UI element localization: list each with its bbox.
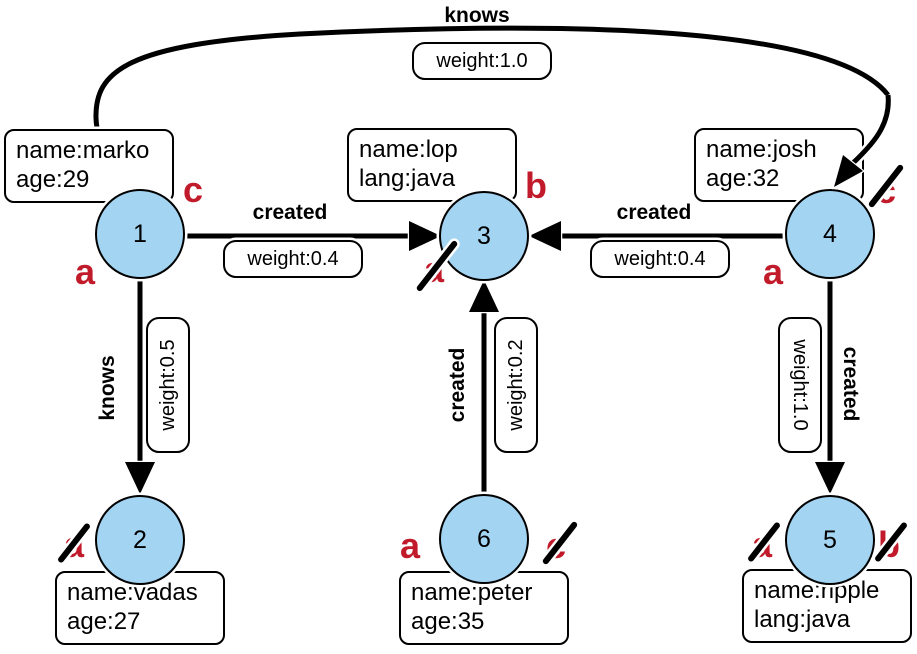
edge-label-knows-1-4: knows (444, 4, 510, 27)
node-number: 1 (133, 219, 147, 248)
property-line: name:josh (706, 136, 817, 163)
edge-label-created-4-3: created (616, 201, 692, 224)
node-3: 3 (439, 191, 529, 281)
property-line: name:marko (16, 137, 150, 164)
node-number: 3 (477, 221, 491, 250)
property-line: lang:java (754, 606, 851, 633)
node-6: 6 (439, 494, 529, 584)
edge-weight-created-4-5: weight:1.0 (778, 317, 822, 453)
annotation-letter-a-node-6: a (399, 525, 421, 566)
node-number: 4 (823, 219, 837, 248)
node-5: 5 (785, 495, 875, 585)
property-line: name:lop (359, 136, 458, 163)
property-line: age:35 (411, 608, 485, 635)
node-4: 4 (785, 189, 875, 279)
node-2: 2 (95, 495, 185, 585)
annotation-letter-b-node-3: b (525, 165, 547, 206)
node-number: 2 (133, 525, 147, 554)
edge-weight-knows-1-2: weight:0.5 (146, 317, 190, 453)
node-1: 1 (95, 189, 185, 279)
edge-weight-created-1-3: weight:0.4 (223, 240, 363, 278)
property-line: lang:java (359, 165, 456, 192)
edge-label-created-6-3: created (446, 347, 469, 423)
property-line: name:peter (411, 579, 533, 606)
edge-weight-created-4-3: weight:0.4 (590, 240, 730, 278)
edge-label-created-1-3: created (252, 201, 328, 224)
edge-weight-created-6-3: weight:0.2 (494, 317, 538, 453)
node-number: 5 (823, 525, 837, 554)
property-line: age:29 (16, 166, 90, 193)
annotation-letter-c-node-1: c (182, 169, 204, 210)
property-line: age:27 (67, 608, 141, 635)
edge-weight-knows-1-4: weight:1.0 (412, 42, 552, 80)
annotation-letter-a-node-1: a (74, 251, 96, 292)
edge-label-created-4-5: created (839, 346, 862, 422)
annotation-letter-a-node-4: a (762, 251, 784, 292)
node-number: 6 (477, 524, 491, 553)
edge-label-knows-1-2: knows (96, 355, 119, 421)
